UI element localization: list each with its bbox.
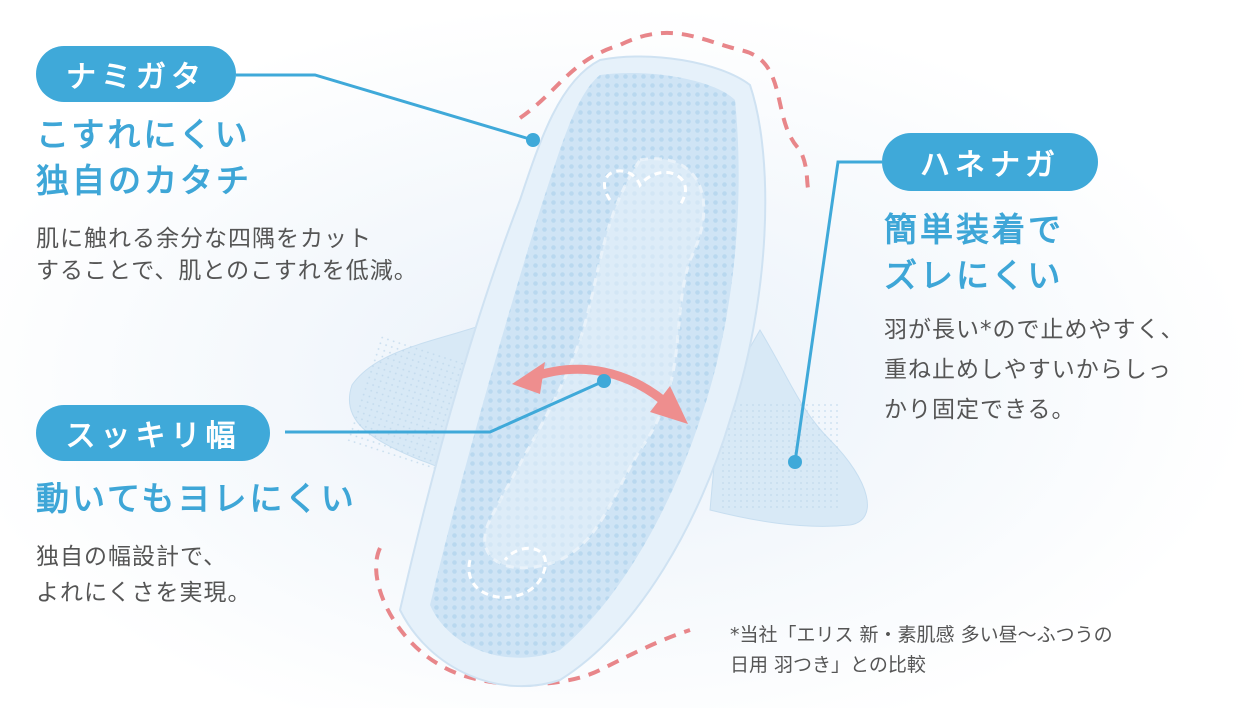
body-line: 羽が長い*ので止めやすく、 (884, 317, 1185, 343)
leader-dot-hanenaga (788, 455, 802, 469)
heading-line: 動いてもヨレにくい (36, 479, 357, 518)
body-line: 重ね止めしやすいからしっ (884, 357, 1172, 383)
heading-line: 簡単装着で (884, 210, 1064, 249)
footnote-line: 日用 羽つき」との比較 (730, 654, 926, 676)
heading-line: 独自のカタチ (36, 161, 252, 200)
leader-dot-sukkiri (597, 374, 611, 388)
width-arrow-head-right (650, 386, 688, 424)
leader-line-namigata (236, 73, 534, 142)
heading-namigata: こすれにくい 独自のカタチ (36, 112, 252, 204)
footnote-line: *当社「エリス 新・素肌感 多い昼～ふつうの (730, 624, 1113, 646)
body-line: することで、肌とのこすれを低減。 (36, 258, 418, 284)
pad-inner-emboss (483, 157, 706, 570)
leader-dot-namigata (526, 133, 540, 147)
body-namigata: 肌に触れる余分な四隅をカット することで、肌とのこすれを低減。 (36, 223, 418, 287)
tag-namigata: ナミガタ (36, 46, 236, 102)
leader-line-hanenaga (793, 160, 882, 463)
heading-line: ズレにくい (884, 256, 1064, 295)
tag-sukkiri: スッキリ幅 (36, 405, 270, 461)
heading-line: こすれにくい (36, 115, 251, 154)
body-line: 肌に触れる余分な四隅をカット (36, 226, 372, 252)
body-line: かり固定できる。 (884, 397, 1076, 423)
body-line: 独自の幅設計で、 (36, 544, 228, 570)
heading-hanenaga: 簡単装着で ズレにくい (884, 207, 1064, 299)
leader-line-sukkiri (285, 379, 605, 434)
footnote: *当社「エリス 新・素肌感 多い昼～ふつうの 日用 羽つき」との比較 (730, 620, 1113, 680)
body-sukkiri: 独自の幅設計で、 よれにくさを実現。 (36, 539, 252, 611)
tag-hanenaga: ハネナガ (882, 133, 1098, 191)
body-line: よれにくさを実現。 (36, 580, 252, 606)
body-hanenaga: 羽が長い*ので止めやすく、 重ね止めしやすいからしっ かり固定できる。 (884, 310, 1185, 430)
width-arrow-head-left (512, 362, 545, 394)
heading-sukkiri: 動いてもヨレにくい (36, 476, 357, 522)
width-arrow (528, 364, 676, 412)
